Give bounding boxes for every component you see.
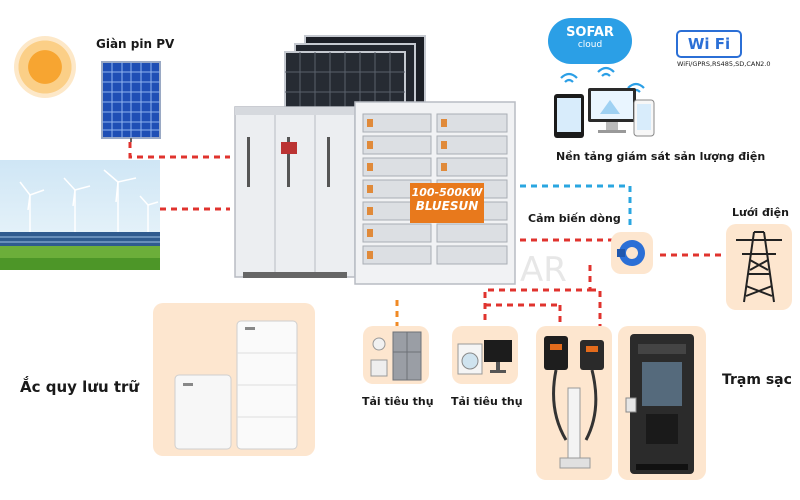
load-1-label: Tải tiêu thụ [362, 395, 434, 408]
current-sensor-card [611, 232, 653, 274]
charging-station-card [618, 326, 706, 480]
sun-icon [14, 36, 76, 98]
sofar-cloud-logo: SOFAR cloud [548, 18, 632, 64]
comm-line [520, 184, 632, 230]
grid-card [726, 224, 792, 310]
cloud-sub: cloud [577, 40, 603, 50]
wifi-logo: Wi Fi [676, 30, 742, 58]
load-2-card [452, 326, 518, 384]
cloud-name: SOFAR [566, 25, 614, 40]
fridge-icon [370, 331, 422, 381]
charging-kiosk-icon [625, 334, 694, 474]
power-tower-icon [736, 231, 782, 303]
power-range-text: 100-500KW [411, 186, 483, 199]
battery-storage-card [153, 303, 315, 456]
load2-line [483, 265, 592, 325]
pv-panel-label: Giàn pin PV [96, 37, 175, 51]
pv-line [128, 142, 230, 159]
washer-tv-icon [457, 340, 512, 375]
energy-storage-cabinet [234, 35, 516, 285]
grid-label: Lưới điện [732, 206, 789, 219]
charging-station-label: Trạm sạc [722, 372, 792, 388]
wind-farm-image [0, 160, 160, 270]
current-sensor-label: Cảm biến dòng [528, 212, 621, 225]
brand-text: BLUESUN [415, 199, 479, 213]
home-battery-icon [174, 320, 298, 450]
ev1-line [590, 288, 602, 330]
load-2-label: Tải tiêu thụ [451, 395, 523, 408]
power-badge: 100-500KW BLUESUN [410, 183, 484, 223]
load-1-card [363, 326, 429, 384]
monitoring-label: Nền tảng giám sát sản lượng điện [556, 150, 766, 163]
ev-charger-icon [544, 336, 604, 469]
battery-storage-label: Ắc quy lưu trữ [20, 378, 140, 396]
current-sensor-icon [617, 240, 645, 266]
wifi-logo-text: Wi Fi [687, 35, 731, 53]
solar-panel-icon [101, 61, 161, 142]
ev-charger-card [536, 326, 612, 480]
wifi-protocols: WiFi/GPRS,RS485,SD,CAN2.0 [677, 60, 771, 68]
monitoring-devices-icon [554, 66, 655, 138]
watermark: AR [520, 250, 567, 290]
